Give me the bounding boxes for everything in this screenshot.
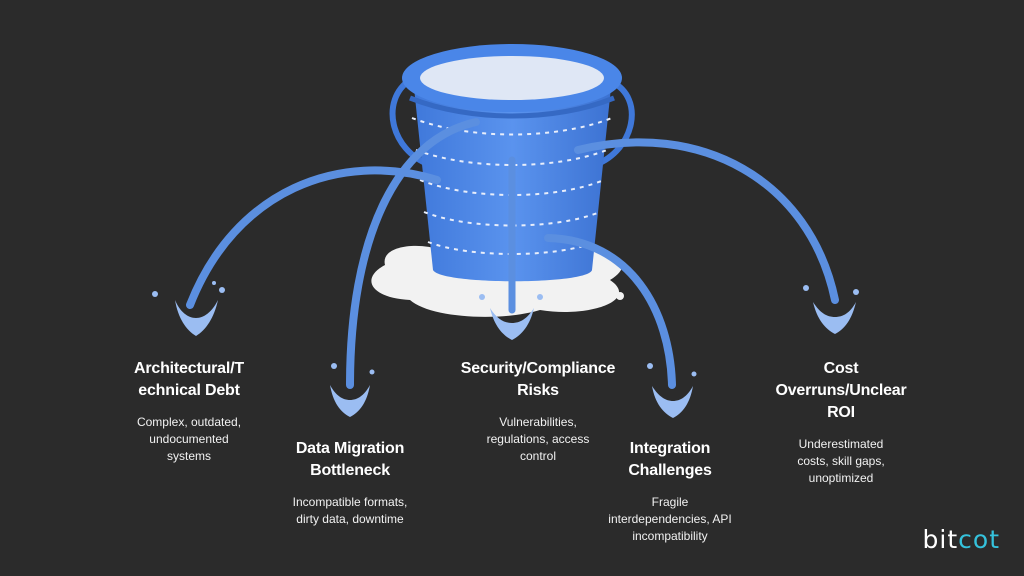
bucket-water — [420, 56, 604, 100]
bitcot-logo: bitcot — [923, 525, 1000, 554]
item-title: Integration Challenges — [628, 440, 712, 479]
droplet — [457, 300, 467, 310]
item-description: Complex, outdated, undocumented systems — [136, 415, 242, 463]
splash-1 — [175, 300, 218, 336]
splash-4 — [652, 386, 693, 418]
item-description: Underestimated costs, skill gaps, unopti… — [797, 437, 885, 485]
item-description: Fragile interdependencies, API incompati… — [608, 495, 732, 543]
item-title: Architectural/T echnical Debt — [134, 360, 244, 399]
splash-2 — [330, 385, 370, 417]
splash-5 — [813, 302, 856, 334]
item-description: Vulnerabilities, regulations, access con… — [486, 415, 590, 463]
item-security-compliance: Security/Compliance Risks Vulnerabilitie… — [440, 358, 636, 465]
item-integration-challenges: Integration Challenges Fragile interdepe… — [602, 438, 738, 545]
item-description: Incompatible formats, dirty data, downti… — [292, 495, 408, 526]
item-title: Data Migration Bottleneck — [295, 440, 405, 479]
leak-stream-5 — [574, 138, 839, 304]
bucket-handle — [593, 79, 635, 168]
item-cost-overruns: Cost Overruns/Unclear ROI Underestimated… — [766, 358, 916, 487]
item-architectural-debt: Architectural/T echnical Debt Complex, o… — [116, 358, 262, 465]
item-title: Security/Compliance Risks — [460, 360, 616, 399]
logo-part-1: bit — [922, 525, 959, 554]
item-title: Cost Overruns/Unclear ROI — [775, 360, 907, 421]
droplet — [616, 292, 624, 300]
splash-3 — [490, 308, 534, 340]
leak-stream-2 — [346, 118, 480, 389]
bucket-dashes — [411, 117, 613, 255]
logo-part-2: cot — [958, 525, 1000, 554]
leak-stream-4 — [544, 234, 676, 389]
item-data-migration: Data Migration Bottleneck Incompatible f… — [278, 438, 422, 528]
splashes — [152, 281, 859, 418]
